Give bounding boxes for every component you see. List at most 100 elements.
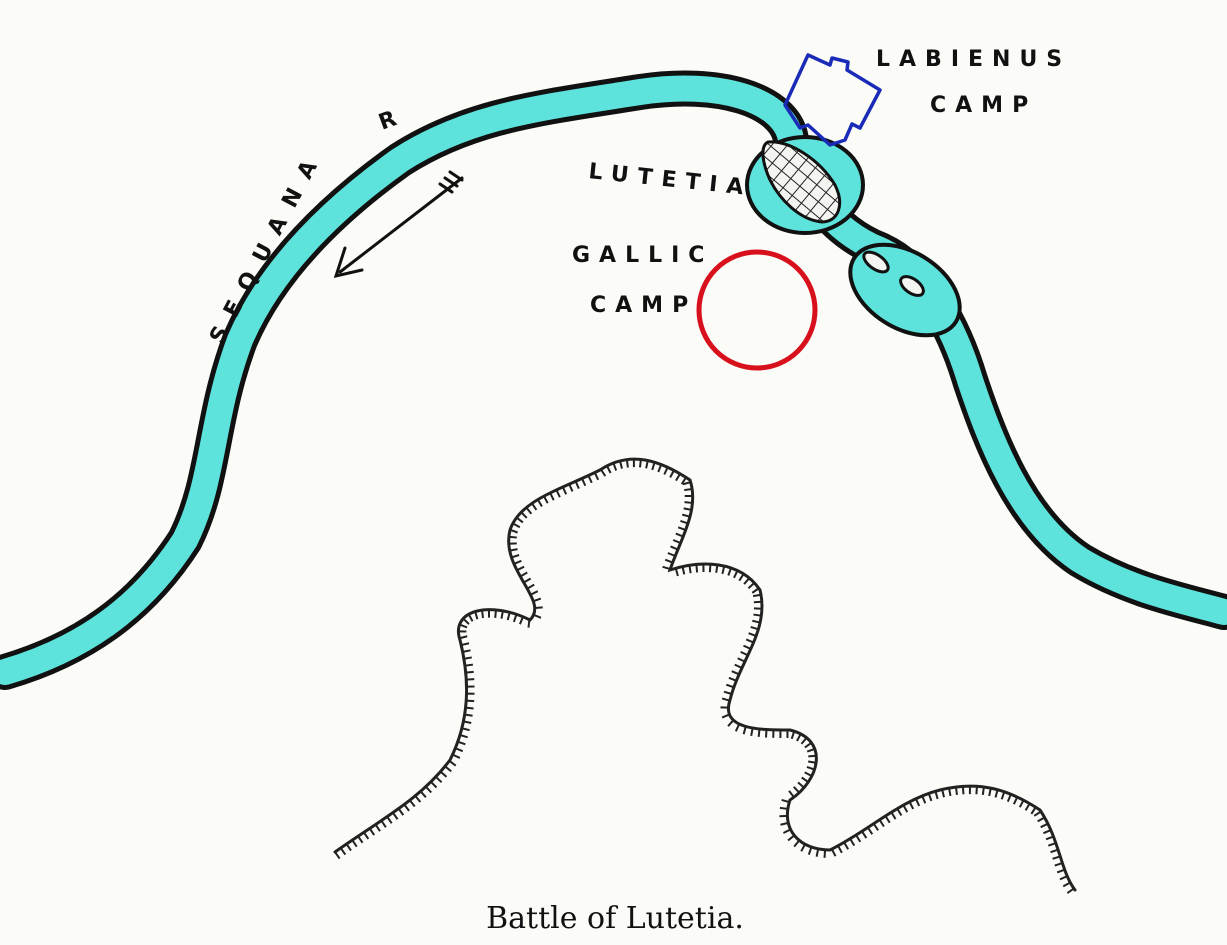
hachure-tick	[513, 559, 522, 565]
hachure-tick	[532, 597, 542, 603]
hachure-tick	[830, 848, 837, 857]
hachure-tick	[804, 771, 813, 777]
hachure-tick	[753, 613, 762, 617]
hachure-tick	[908, 801, 915, 810]
hachure-tick	[790, 730, 796, 740]
hachure-tick	[462, 617, 470, 625]
hachure-tick	[1040, 822, 1049, 829]
hachure-tick	[345, 843, 352, 852]
hachure-tick	[459, 623, 468, 629]
hachure-tick	[459, 635, 468, 640]
hachure-tick	[1043, 829, 1052, 835]
hachure-tick	[682, 481, 691, 486]
hachure-tick	[663, 466, 669, 475]
hachure-tick	[1000, 791, 1006, 800]
hachure-tick	[688, 565, 692, 574]
hachure-tick	[800, 737, 808, 745]
hachure-tick	[896, 808, 903, 817]
hachure-tick	[988, 787, 992, 797]
hachure-tick	[941, 789, 945, 798]
hachure-tick	[737, 657, 746, 663]
hachure-tick	[808, 760, 817, 764]
hachure-tick	[425, 785, 432, 794]
hachure-tick	[782, 828, 792, 834]
hachure-tick	[534, 606, 543, 610]
hachure-tick	[733, 570, 739, 579]
hachure-tick	[994, 789, 999, 798]
hachure-tick	[462, 649, 471, 653]
hachure-tick	[533, 613, 542, 619]
hachure-tick	[530, 590, 539, 596]
hachure-tick	[695, 564, 699, 573]
hachure-tick	[574, 480, 580, 490]
hachure-tick	[674, 567, 679, 577]
hachure-tick	[1045, 835, 1054, 841]
hachure-tick	[861, 830, 868, 839]
hachure-tick	[981, 786, 985, 796]
hachure-tick	[728, 676, 737, 682]
hachure-tick	[872, 823, 879, 831]
hachure-tick	[1054, 862, 1063, 867]
hachure-tick	[680, 519, 689, 525]
hachure-tick	[380, 820, 387, 828]
hachure-tick	[1012, 796, 1019, 805]
hachure-tick	[823, 849, 827, 858]
hachure-tick	[1024, 803, 1031, 811]
hachure-tick	[1062, 881, 1071, 888]
hachure-tick	[664, 558, 674, 564]
hachure-tick	[667, 552, 676, 557]
hachure-tick	[669, 469, 675, 478]
hachure-tick	[751, 587, 760, 594]
hachure-tick	[460, 642, 470, 647]
hachure-tick	[419, 790, 427, 798]
hachure-tick	[568, 483, 574, 492]
hachure-tick	[508, 535, 517, 539]
hachure-tick	[403, 803, 410, 812]
islet	[862, 250, 890, 274]
hachure-tick	[461, 727, 470, 732]
hachure-tick	[843, 841, 850, 850]
hachure-tick	[747, 582, 756, 589]
hachure-tick	[1050, 848, 1059, 854]
hachure-tick	[593, 472, 600, 481]
hachure-tick	[878, 819, 885, 828]
hachure-tick	[518, 616, 524, 625]
hachure-tick	[519, 571, 528, 578]
hachure-tick	[351, 839, 358, 848]
hachure-tick	[512, 614, 518, 623]
hachure-ridge-icon	[333, 457, 1077, 892]
hachure-tick	[587, 475, 593, 484]
islet	[899, 275, 925, 297]
hill-hachures	[334, 459, 1075, 894]
hachure-tick	[788, 790, 795, 798]
hachure-tick	[1066, 887, 1075, 894]
arrow-icon	[333, 170, 464, 279]
hachure-tick	[657, 464, 663, 473]
hachure-tick	[672, 539, 681, 544]
hachure-tick	[555, 489, 561, 498]
hachure-tick	[855, 834, 862, 843]
hachure-tick	[494, 609, 497, 618]
gallic-label-line2: CAMP	[590, 293, 697, 318]
hachure-tick	[392, 812, 399, 820]
hachure-tick	[675, 473, 681, 482]
hachure-tick	[921, 795, 927, 804]
hachure-tick	[954, 786, 958, 796]
hachure-tick	[837, 845, 843, 854]
hachure-tick	[752, 619, 761, 624]
hachure-tick	[849, 838, 856, 847]
hachure-tick	[467, 613, 474, 622]
hachure-tick	[779, 806, 788, 810]
hachure-tick	[581, 478, 587, 487]
hachure-tick	[890, 811, 897, 820]
hachure-tick	[459, 734, 468, 739]
hachure-tick	[463, 720, 472, 724]
hachure-tick	[677, 526, 687, 531]
labienus-label-line2: CAMP	[930, 93, 1037, 118]
hachure-tick	[543, 495, 549, 504]
hachure-tick	[796, 733, 802, 742]
hachure-tick	[742, 726, 747, 735]
hachure-tick	[523, 577, 532, 584]
hachure-tick	[612, 462, 618, 471]
hachure-tick	[465, 706, 474, 710]
